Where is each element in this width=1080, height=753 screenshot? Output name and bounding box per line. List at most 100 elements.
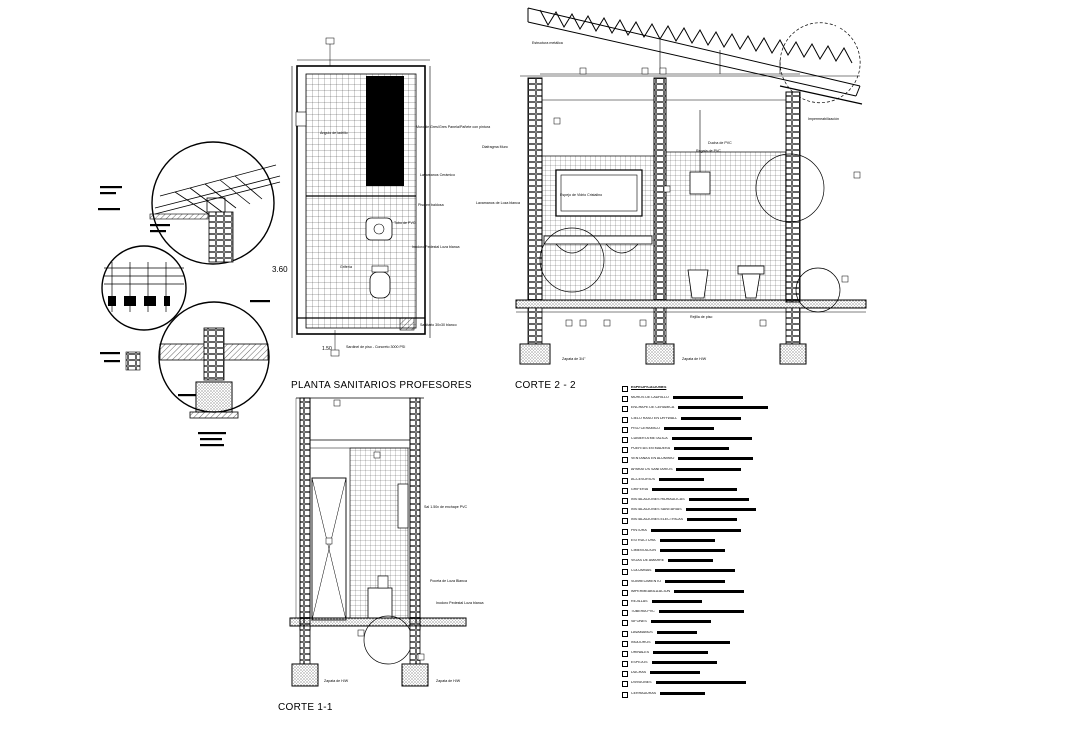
c11-column-right bbox=[409, 397, 421, 631]
note-line bbox=[658, 477, 704, 481]
note-bullet-icon bbox=[622, 518, 628, 525]
toilet-elev-2-icon bbox=[741, 273, 761, 299]
sink-counter bbox=[543, 235, 653, 245]
note-row: DUCHAS bbox=[622, 671, 822, 681]
note-bullet-icon bbox=[622, 477, 628, 484]
note-bullet-icon bbox=[622, 589, 628, 596]
shower-area bbox=[366, 76, 404, 186]
note-line bbox=[687, 518, 738, 522]
note-bullet-icon bbox=[622, 661, 628, 668]
note-text: CERRADURAS bbox=[631, 691, 657, 695]
note-line bbox=[676, 467, 742, 471]
note-bullet-icon bbox=[622, 426, 628, 433]
note-row: ESPEJOS bbox=[622, 661, 822, 671]
detail-circle-wall bbox=[101, 245, 187, 331]
toilet-elev-1-icon bbox=[687, 269, 709, 299]
note-bullet-icon bbox=[622, 620, 628, 627]
toilet-icon bbox=[369, 271, 391, 299]
note-line bbox=[655, 681, 746, 685]
c22-label-zapata-1: Zapata de 3/4" bbox=[562, 357, 586, 361]
note-row: PINTURA bbox=[622, 528, 822, 539]
floor-slab bbox=[515, 299, 867, 309]
column-left bbox=[527, 77, 543, 301]
plan-dim-side: 3.60 bbox=[272, 265, 288, 274]
note-text: ESPECIFICACIONES bbox=[631, 386, 667, 389]
c11-label-inodoro: Inodoro Pedestal Loza blanca bbox=[436, 601, 484, 605]
note-text: LAVAMANOS bbox=[631, 630, 653, 634]
note-line bbox=[653, 650, 709, 654]
note-text: COLUMNAS bbox=[631, 569, 652, 573]
note-row: VENTANAS EN ALUMINIO bbox=[622, 457, 822, 467]
roof-truss bbox=[527, 7, 861, 97]
c22-label-lavamanos: Lavamanos de Loza blanca bbox=[476, 201, 520, 205]
c11-column-left bbox=[299, 397, 311, 631]
note-bullet-icon bbox=[622, 436, 628, 443]
note-row: ESPECIFICACIONES bbox=[622, 386, 822, 396]
c11-slab bbox=[289, 617, 467, 627]
note-line bbox=[650, 671, 701, 675]
note-line bbox=[655, 569, 736, 573]
note-row: ENCHAPE DE CERÁMICA bbox=[622, 406, 822, 416]
note-row: CIMENTACIÓN bbox=[622, 549, 822, 559]
c11-label-sal: Sal 1.50x de enchape PVC bbox=[424, 505, 468, 509]
note-line bbox=[674, 589, 745, 593]
note-text: MUROS DE LADRILLO bbox=[631, 396, 669, 400]
note-row: GRIFERÍA bbox=[622, 487, 822, 498]
note-text: PISO CERÁMICO bbox=[631, 426, 660, 430]
note-bullet-icon bbox=[622, 386, 628, 392]
c22-label-espejo: Espejo de Vidrio Cristalino bbox=[560, 193, 602, 197]
note-text: GRIFERÍA bbox=[631, 487, 648, 491]
note-row: ACCESORIOS bbox=[622, 477, 822, 488]
note-row: DIVISIONES bbox=[622, 681, 822, 691]
note-text: APARATOS SANITARIOS bbox=[631, 467, 673, 471]
note-row: TUBERÍA PVC bbox=[622, 610, 822, 620]
note-line bbox=[651, 599, 702, 603]
note-line bbox=[672, 396, 743, 400]
plan-sanitarios: 3.60 1.50 Muro de Gres/Gres Panela/Pañet… bbox=[272, 37, 490, 357]
note-row: ESTRUCTURA bbox=[622, 538, 822, 549]
note-text: ORINALES bbox=[631, 650, 650, 654]
plan-dim-bottom: 1.50 bbox=[322, 346, 332, 352]
note-bullet-icon bbox=[622, 599, 628, 606]
note-text: PUERTAS EN MADERA bbox=[631, 447, 671, 451]
note-row: CERRADURAS bbox=[622, 691, 822, 702]
note-text: INSTALACIONES SANITARIAS bbox=[631, 508, 682, 512]
note-line bbox=[678, 406, 769, 410]
note-line bbox=[659, 538, 715, 542]
section-corte-2-2: Estructura metálica Diafragma Muro Ducha… bbox=[476, 7, 867, 365]
note-bullet-icon bbox=[622, 650, 628, 657]
note-row: APARATOS SANITARIOS bbox=[622, 467, 822, 478]
detail-circles-left bbox=[98, 141, 281, 447]
c22-label-zapata-2: Zapata de H/W bbox=[682, 357, 707, 361]
note-row: CUBIERTA METÁLICA bbox=[622, 436, 822, 447]
plan-label-tubo: Tubo de PVC bbox=[394, 221, 416, 225]
note-text: ESTRUCTURA bbox=[631, 538, 656, 542]
shower-head-icon bbox=[689, 171, 711, 195]
note-bullet-icon bbox=[622, 538, 628, 545]
c11-label-zapata-2: Zapata de H/W bbox=[436, 679, 461, 683]
note-text: DIVISIONES bbox=[631, 681, 652, 685]
note-line bbox=[660, 691, 706, 695]
note-text: VIGAS DE AMARRE bbox=[631, 559, 665, 563]
plan-label-piso: Piso en baldosa bbox=[418, 203, 444, 207]
note-text: CIELO RASO EN DRYWALL bbox=[631, 416, 678, 420]
note-line bbox=[658, 610, 744, 614]
specifications-notes: ESPECIFICACIONES MUROS DE LADRILLO ENCHAPE… bbox=[622, 386, 822, 702]
note-line bbox=[678, 457, 754, 461]
note-text: REJILLAS bbox=[631, 599, 648, 603]
note-line bbox=[651, 661, 717, 665]
note-bullet-icon bbox=[622, 447, 628, 454]
c22-label-estructura: Estructura metálica bbox=[532, 41, 563, 45]
c22-label-ducha: Ducha de PVC bbox=[708, 141, 732, 145]
note-text: ACCESORIOS bbox=[631, 477, 655, 481]
note-row: COLUMNAS bbox=[622, 569, 822, 579]
c22-label-diafragma: Diafragma Muro bbox=[482, 145, 508, 149]
note-bullet-icon bbox=[622, 406, 628, 413]
note-bullet-icon bbox=[622, 671, 628, 678]
note-bullet-icon bbox=[622, 559, 628, 566]
note-row: INSTALACIONES SANITARIAS bbox=[622, 508, 822, 518]
c22-label-rejilla: Rejilla de piso bbox=[690, 315, 712, 319]
note-bullet-icon bbox=[622, 579, 628, 586]
note-bullet-icon bbox=[622, 691, 628, 698]
